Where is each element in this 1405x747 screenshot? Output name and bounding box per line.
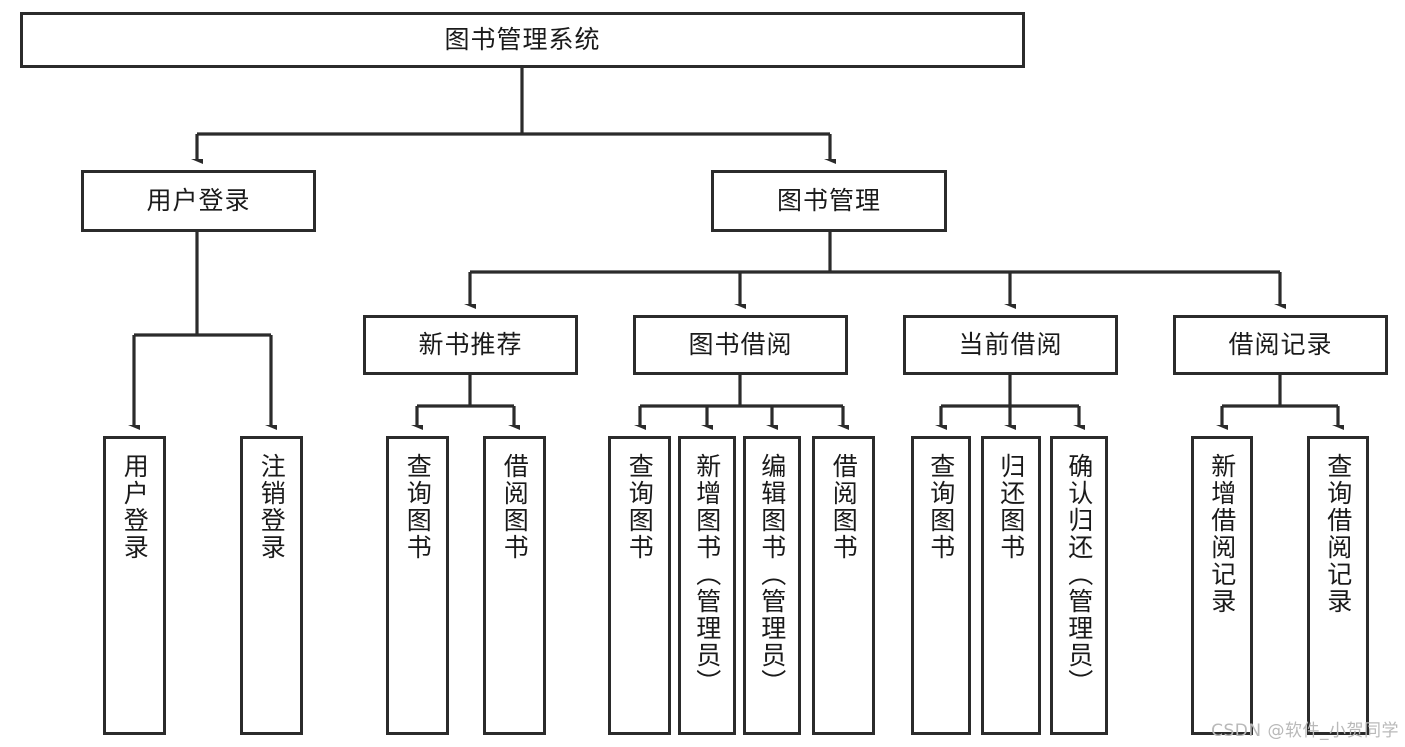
leaf-book-borrow-edit[interactable]: 编辑图书（管理员） [743,436,801,735]
watermark-text: CSDN @软件_小贺同学 [1211,721,1399,741]
node-label: 注销登录 [257,453,287,561]
node-label: 查询图书 [625,453,655,561]
leaf-book-borrow-borrow[interactable]: 借阅图书 [812,436,875,735]
node-book-manage[interactable]: 图书管理 [711,170,947,232]
node-current-borrow[interactable]: 当前借阅 [903,315,1118,375]
node-label: 用户登录 [120,453,150,561]
node-label: 图书借阅 [688,329,793,359]
node-label: 图书管理系统 [444,24,601,54]
node-label: 当前借阅 [958,329,1063,359]
node-user-login[interactable]: 用户登录 [81,170,316,232]
node-new-book-recommend[interactable]: 新书推荐 [363,315,578,375]
node-root-system[interactable]: 图书管理系统 [20,12,1025,68]
leaf-book-borrow-add[interactable]: 新增图书（管理员） [678,436,736,735]
node-label: 查询图书 [926,453,956,561]
node-label: 用户登录 [146,185,251,215]
node-label: 查询借阅记录 [1323,453,1353,615]
leaf-current-borrow-query[interactable]: 查询图书 [911,436,971,735]
node-label: 借阅图书 [500,453,530,561]
node-label: 新书推荐 [418,329,523,359]
leaf-borrow-record-query[interactable]: 查询借阅记录 [1307,436,1369,735]
leaf-new-book-borrow[interactable]: 借阅图书 [483,436,546,735]
node-label: 确认归还（管理员） [1064,453,1094,696]
leaf-borrow-record-add[interactable]: 新增借阅记录 [1191,436,1253,735]
leaf-book-borrow-query[interactable]: 查询图书 [608,436,671,735]
node-book-borrow[interactable]: 图书借阅 [633,315,848,375]
leaf-new-book-query[interactable]: 查询图书 [386,436,449,735]
leaf-current-borrow-confirm[interactable]: 确认归还（管理员） [1050,436,1108,735]
node-label: 新增图书（管理员） [692,453,722,696]
leaf-user-login-logout[interactable]: 注销登录 [240,436,303,735]
node-label: 新增借阅记录 [1207,453,1237,615]
leaf-user-login-login[interactable]: 用户登录 [103,436,166,735]
node-borrow-record[interactable]: 借阅记录 [1173,315,1388,375]
node-label: 编辑图书（管理员） [757,453,787,696]
node-label: 图书管理 [776,185,881,215]
node-label: 借阅图书 [829,453,859,561]
node-label: 查询图书 [403,453,433,561]
node-label: 借阅记录 [1228,329,1333,359]
node-label: 归还图书 [996,453,1026,561]
leaf-current-borrow-return[interactable]: 归还图书 [981,436,1041,735]
